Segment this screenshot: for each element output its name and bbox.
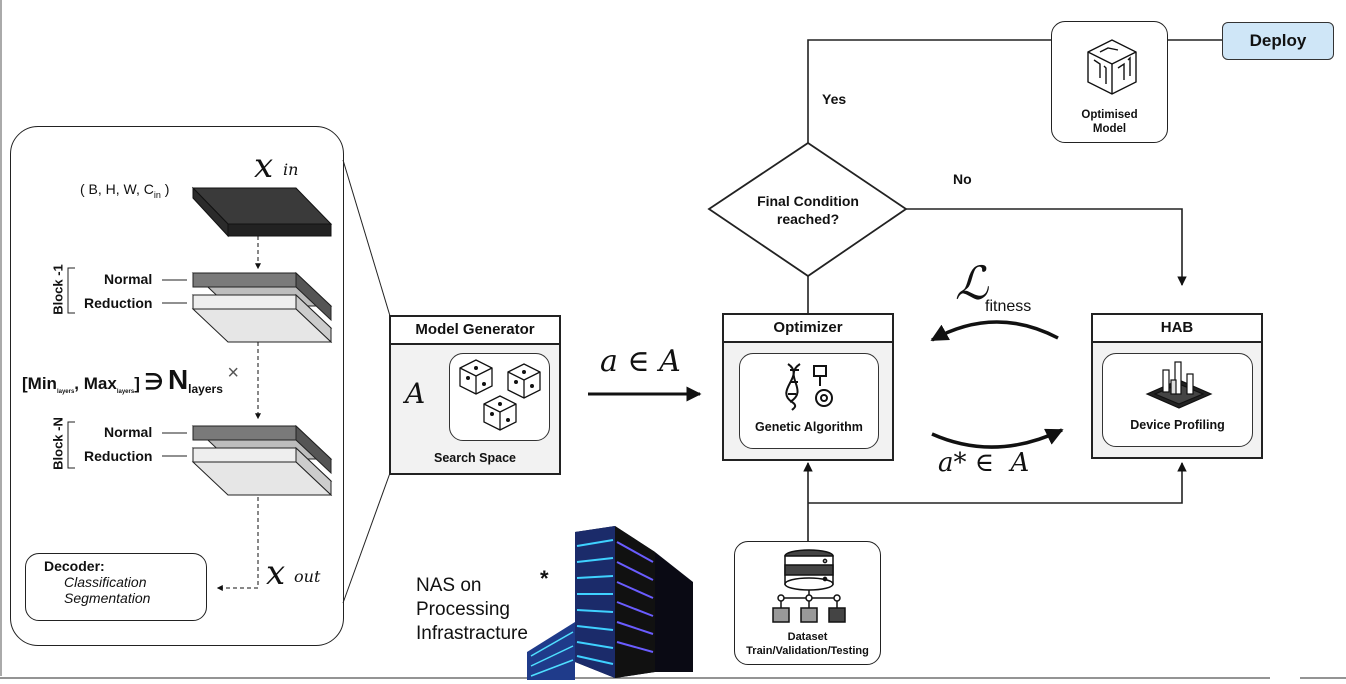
- genetic-algorithm-inner: Genetic Algorithm: [739, 353, 879, 449]
- block-1-reduction-label: Reduction: [84, 295, 153, 311]
- device-profiling-inner: Device Profiling: [1102, 353, 1253, 447]
- block-1-layers: [191, 271, 333, 344]
- hab-box: HAB Device Profiling: [1091, 313, 1263, 459]
- device-profiling-caption: Device Profiling: [1130, 418, 1225, 432]
- encoder-panel: [10, 126, 344, 646]
- edge-label-a-in-A: a ∈ A: [600, 344, 681, 379]
- decision-no-label: No: [953, 171, 972, 187]
- block-n-layers: [191, 424, 333, 497]
- x-in-subscript: in: [283, 160, 299, 179]
- x-out-symbol: 𝑥: [266, 553, 286, 593]
- decoder-item-segmentation: Segmentation: [64, 590, 151, 606]
- dna-gear-icon: [785, 363, 833, 411]
- decoder-title: Decoder:: [44, 558, 105, 574]
- edge-label-a-star-in-A: a* ∈ A: [938, 448, 1030, 478]
- decoder-item-classification: Classification: [64, 574, 147, 590]
- deploy-button-label: Deploy: [1249, 31, 1307, 50]
- x-in-symbol: 𝑥: [254, 146, 274, 186]
- optimised-model-box: Optimised Model: [1051, 21, 1168, 143]
- decision-yes-label: Yes: [822, 91, 847, 107]
- block-1-normal-label: Normal: [104, 271, 153, 287]
- encoder-illustration: [67, 186, 333, 591]
- x-out-subscript: out: [294, 567, 321, 586]
- block-n-reduction-label: Reduction: [84, 448, 153, 464]
- search-space-symbol: A: [405, 377, 426, 410]
- block-n-label: Block -N: [50, 417, 66, 470]
- loss-subscript: fitness: [985, 298, 1032, 315]
- building-icon: [527, 526, 693, 680]
- optimised-model-label: Optimised Model: [1081, 109, 1138, 135]
- model-generator-box: Model Generator A: [389, 315, 561, 475]
- hab-title: HAB: [1093, 315, 1261, 343]
- optimizer-title: Optimizer: [724, 315, 892, 343]
- search-space-caption: Search Space: [434, 451, 516, 465]
- block-1-label: Block -1: [50, 264, 66, 315]
- dataset-box: Dataset Train/Validation/Testing: [734, 541, 881, 665]
- input-shape-label: ( B, H, W, Cin ): [80, 181, 170, 200]
- decoder-box: Decoder: Classification Segmentation: [25, 553, 207, 621]
- decision-label: Final Condition reached?: [757, 193, 859, 227]
- loss-symbol: ℒ: [955, 256, 989, 310]
- model-generator-title: Model Generator: [391, 317, 559, 345]
- database-icon: [772, 549, 846, 623]
- block-n-normal-label: Normal: [104, 424, 153, 440]
- layer-range-expression: [Minlayers, Maxlayers] ∋ Nlayers ×: [22, 362, 240, 397]
- chip-icon: [1145, 361, 1213, 409]
- nas-label: NAS on Processing Infrastracture: [416, 575, 528, 644]
- input-tensor-slab: [191, 186, 333, 238]
- deploy-button[interactable]: Deploy: [1222, 22, 1334, 60]
- search-space-inner: [449, 353, 550, 441]
- optimizer-box: Optimizer Genetic Algorithm: [722, 313, 894, 461]
- dice-icon: [459, 359, 541, 431]
- nas-asterisk: *: [540, 566, 549, 591]
- circuit-cube-icon: [1087, 39, 1137, 95]
- dataset-label: Dataset Train/Validation/Testing: [746, 631, 869, 657]
- genetic-algorithm-caption: Genetic Algorithm: [755, 420, 863, 434]
